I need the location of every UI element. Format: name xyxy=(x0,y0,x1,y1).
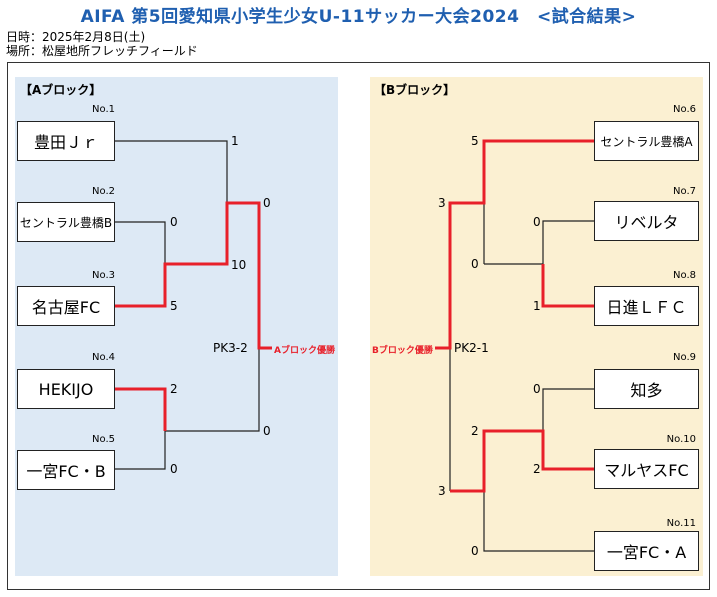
team-box: セントラル豊橋B xyxy=(17,202,115,242)
team-box: 豊田Ｊｒ xyxy=(17,121,115,161)
team-number: No.10 xyxy=(666,434,696,445)
team-number: No.6 xyxy=(673,104,696,115)
score-label: 0 xyxy=(263,424,271,438)
team-number: No.3 xyxy=(92,270,115,281)
block-a-winner-label: Aブロック優勝 xyxy=(274,346,335,356)
score-label: 10 xyxy=(231,258,247,272)
score-label: 0 xyxy=(533,215,541,229)
score-label: 3 xyxy=(438,196,446,210)
score-label: 0 xyxy=(170,462,178,476)
team-number: No.4 xyxy=(92,352,115,363)
team-box: 一宮FC・A xyxy=(594,531,699,571)
team-box: 知多 xyxy=(594,369,699,409)
score-label: 2 xyxy=(471,424,479,438)
line-b-winner-path xyxy=(435,139,594,350)
score-label: 2 xyxy=(170,382,178,396)
team-number: No.7 xyxy=(673,186,696,197)
score-label: 5 xyxy=(170,299,178,313)
team-number: No.9 xyxy=(673,352,696,363)
score-label: 0 xyxy=(170,215,178,229)
block-b-label: 【Bブロック】 xyxy=(374,83,456,97)
line-b-team8-win xyxy=(541,264,594,308)
score-label: 2 xyxy=(533,462,541,476)
line-b-team10-path xyxy=(450,429,594,493)
venue-line: 場所：松屋地所フレッチフィールド xyxy=(6,44,198,58)
line-a-team1 xyxy=(115,140,228,203)
team-number: No.8 xyxy=(673,270,696,281)
line-a-sf2-loser xyxy=(165,348,260,432)
score-label: 0 xyxy=(263,196,271,210)
team-box: 一宮FC・B xyxy=(17,450,115,490)
team-box: HEKIJO xyxy=(17,369,115,409)
team-box: 名古屋FC xyxy=(17,286,115,326)
score-label: 1 xyxy=(533,299,541,313)
block-a-label: 【Aブロック】 xyxy=(20,83,102,97)
pk-score-a: PK3-2 xyxy=(213,341,248,355)
line-a-team5 xyxy=(115,431,166,470)
team-box: セントラル豊橋A xyxy=(594,121,699,161)
score-label: 0 xyxy=(471,257,479,271)
line-a-team4-win xyxy=(115,387,167,431)
score-label: 1 xyxy=(231,134,239,148)
team-number: No.2 xyxy=(92,186,115,197)
team-number: No.5 xyxy=(92,434,115,445)
line-b-team7 xyxy=(542,220,594,264)
page-title: AIFA 第5回愛知県小学生少女U-11サッカー大会2024 <試合結果> xyxy=(80,7,637,27)
score-label: 0 xyxy=(533,382,541,396)
line-b-team9 xyxy=(542,388,594,431)
team-box: マルヤスFC xyxy=(594,449,699,489)
team-number: No.11 xyxy=(666,518,696,529)
team-box: リベルタ xyxy=(594,201,699,241)
date-line: 日時：2025年2月8日(土) xyxy=(6,30,146,44)
score-label: 5 xyxy=(471,134,479,148)
block-b-winner-label: Bブロック優勝 xyxy=(372,346,433,356)
line-a-team2 xyxy=(115,221,166,264)
score-label: 3 xyxy=(438,484,446,498)
score-label: 0 xyxy=(471,544,479,558)
line-a-winner-path xyxy=(115,201,272,350)
pk-score-b: PK2-1 xyxy=(454,341,489,355)
team-box: 日進ＬＦＣ xyxy=(594,286,699,326)
line-b-team11 xyxy=(483,491,594,552)
team-number: No.1 xyxy=(92,104,115,115)
